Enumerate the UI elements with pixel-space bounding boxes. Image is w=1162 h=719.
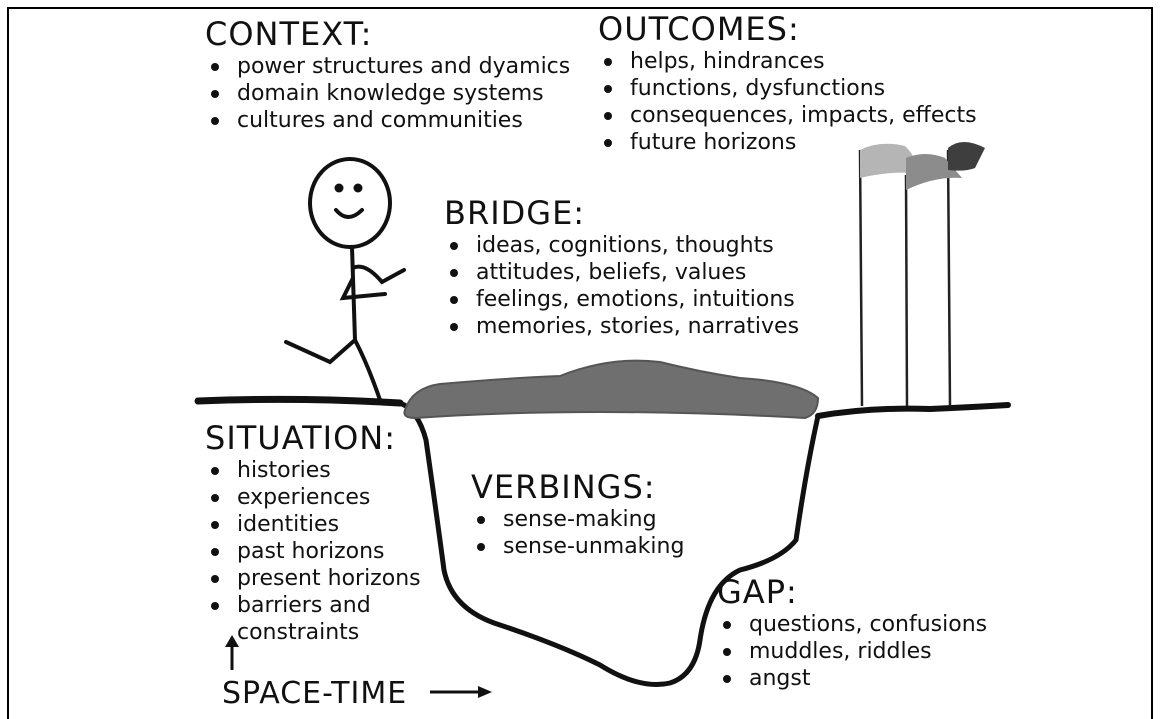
list-item: past horizons [205, 538, 421, 565]
list-item: questions, confusions [717, 611, 987, 638]
arrow-right-icon [430, 686, 492, 698]
list-item: consequences, impacts, effects [598, 102, 977, 129]
gap-heading: GAP: [717, 573, 798, 611]
ground-right [815, 402, 1011, 419]
list-item: barriers and constraints [205, 592, 397, 646]
situation-heading: SITUATION: [205, 419, 397, 457]
list-item: feelings, emotions, intuitions [444, 286, 799, 313]
list-item: experiences [205, 484, 421, 511]
list-item: future horizons [598, 129, 977, 156]
bridge-heading: BRIDGE: [444, 194, 586, 232]
verbings-block: VERBINGS: sense-making sense-unmaking [471, 470, 684, 560]
bridge-list: ideas, cognitions, thoughts attitudes, b… [444, 232, 799, 340]
list-item: memories, stories, narratives [444, 313, 799, 340]
list-item: power structures and dyamics [205, 53, 570, 80]
list-item: cultures and communities [205, 107, 570, 134]
list-item: muddles, riddles [717, 638, 987, 665]
list-item: sense-unmaking [471, 533, 684, 560]
verbings-list: sense-making sense-unmaking [471, 506, 684, 560]
list-item: sense-making [471, 506, 684, 533]
diagram-frame [7, 7, 1153, 719]
gap-block: GAP: questions, confusions muddles, ridd… [717, 575, 987, 692]
list-item: identities [205, 511, 421, 538]
bridge-block: BRIDGE: ideas, cognitions, thoughts atti… [444, 196, 799, 340]
situation-block: SITUATION: histories experiences identit… [205, 421, 421, 646]
space-time-label: SPACE-TIME [222, 676, 408, 711]
context-heading: CONTEXT: [205, 15, 373, 53]
flag-dark [948, 142, 985, 171]
gap-outline [398, 400, 821, 688]
arrow-up-icon [225, 635, 239, 670]
bridge-shape [403, 359, 820, 420]
outcomes-heading: OUTCOMES: [598, 10, 800, 48]
flag-light [860, 143, 920, 178]
outcomes-block: OUTCOMES: helps, hindrances functions, d… [598, 12, 977, 156]
stick-figure-icon [284, 157, 406, 402]
list-item: ideas, cognitions, thoughts [444, 232, 799, 259]
list-item: histories [205, 457, 421, 484]
list-item: domain knowledge systems [205, 80, 570, 107]
list-item: functions, dysfunctions [598, 75, 977, 102]
outcomes-list: helps, hindrances functions, dysfunction… [598, 48, 977, 156]
verbings-heading: VERBINGS: [471, 468, 656, 506]
list-item: helps, hindrances [598, 48, 977, 75]
situation-list: histories experiences identities past ho… [205, 457, 421, 646]
ground-left [194, 395, 404, 407]
context-block: CONTEXT: power structures and dyamics do… [205, 17, 570, 134]
list-item: angst [717, 665, 987, 692]
gap-list: questions, confusions muddles, riddles a… [717, 611, 987, 692]
context-list: power structures and dyamics domain know… [205, 53, 570, 134]
list-item: attitudes, beliefs, values [444, 259, 799, 286]
list-item: present horizons [205, 565, 421, 592]
flag-icon [858, 149, 952, 407]
